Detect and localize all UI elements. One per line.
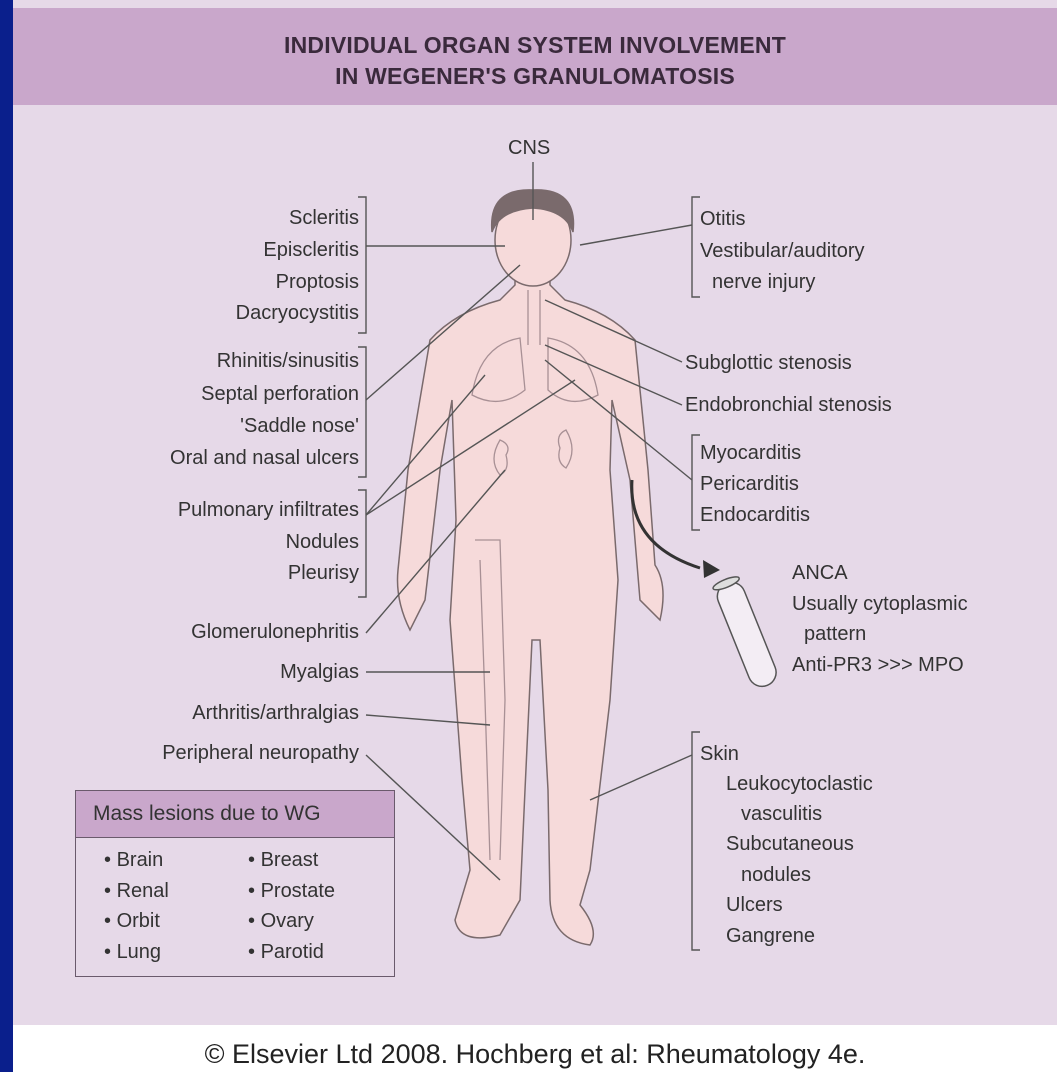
- copyright-footer: © Elsevier Ltd 2008. Hochberg et al: Rhe…: [13, 1025, 1057, 1072]
- label-scleritis: Scleritis: [119, 203, 359, 233]
- label-pleurisy: Pleurisy: [59, 558, 359, 588]
- label-subglottic-stenosis: Subglottic stenosis: [685, 348, 852, 378]
- label-dacryocystitis: Dacryocystitis: [119, 298, 359, 328]
- label-pericarditis: Pericarditis: [700, 469, 799, 499]
- mass-lesions-box: Mass lesions due to WG Brain Renal Orbit…: [75, 790, 395, 977]
- label-subcutaneous: Subcutaneous: [726, 829, 854, 859]
- label-endobronchial-stenosis: Endobronchial stenosis: [685, 390, 892, 420]
- arrow-head: [703, 560, 720, 578]
- label-otitis: Otitis: [700, 204, 746, 234]
- label-pattern: pattern: [804, 619, 866, 649]
- human-figure: [398, 190, 664, 945]
- list-item: Lung: [104, 937, 169, 968]
- label-vasculitis: vasculitis: [741, 799, 822, 829]
- label-vestibular: Vestibular/auditory: [700, 236, 865, 266]
- test-tube-icon: [712, 574, 781, 690]
- label-skin: Skin: [700, 739, 739, 769]
- list-item: Prostate: [248, 876, 335, 907]
- label-pulmonary-infiltrates: Pulmonary infiltrates: [59, 495, 359, 525]
- label-saddle-nose: 'Saddle nose': [59, 411, 359, 441]
- mass-lesions-title: Mass lesions due to WG: [76, 791, 394, 838]
- list-item: Ovary: [248, 906, 335, 937]
- label-anca: ANCA: [792, 558, 848, 588]
- list-item: Renal: [104, 876, 169, 907]
- label-anti-pr3: Anti-PR3 >>> MPO: [792, 650, 964, 680]
- list-item: Breast: [248, 845, 335, 876]
- label-septal-perforation: Septal perforation: [59, 379, 359, 409]
- label-cns: CNS: [508, 133, 550, 163]
- mass-list-col1: Brain Renal Orbit Lung: [104, 845, 169, 967]
- label-nodules: Nodules: [59, 527, 359, 557]
- label-myocarditis: Myocarditis: [700, 438, 801, 468]
- label-arthritis: Arthritis/arthralgias: [59, 698, 359, 728]
- mass-list-col2: Breast Prostate Ovary Parotid: [248, 845, 335, 967]
- list-item: Parotid: [248, 937, 335, 968]
- list-item: Brain: [104, 845, 169, 876]
- label-oral-nasal-ulcers: Oral and nasal ulcers: [59, 443, 359, 473]
- label-peripheral-neuropathy: Peripheral neuropathy: [59, 738, 359, 768]
- label-cytoplasmic: Usually cytoplasmic: [792, 589, 968, 619]
- copyright-text: © Elsevier Ltd 2008. Hochberg et al: Rhe…: [13, 1039, 1057, 1070]
- label-skin-nodules: nodules: [741, 860, 811, 890]
- label-episcleritis: Episcleritis: [119, 235, 359, 265]
- label-rhinitis: Rhinitis/sinusitis: [59, 346, 359, 376]
- label-ulcers: Ulcers: [726, 890, 783, 920]
- list-item: Orbit: [104, 906, 169, 937]
- label-gangrene: Gangrene: [726, 921, 815, 951]
- label-glomerulonephritis: Glomerulonephritis: [59, 617, 359, 647]
- label-endocarditis: Endocarditis: [700, 500, 810, 530]
- label-nerve-injury: nerve injury: [712, 267, 815, 297]
- label-myalgias: Myalgias: [59, 657, 359, 687]
- label-proptosis: Proptosis: [119, 267, 359, 297]
- label-leukocytoclastic: Leukocytoclastic: [726, 769, 873, 799]
